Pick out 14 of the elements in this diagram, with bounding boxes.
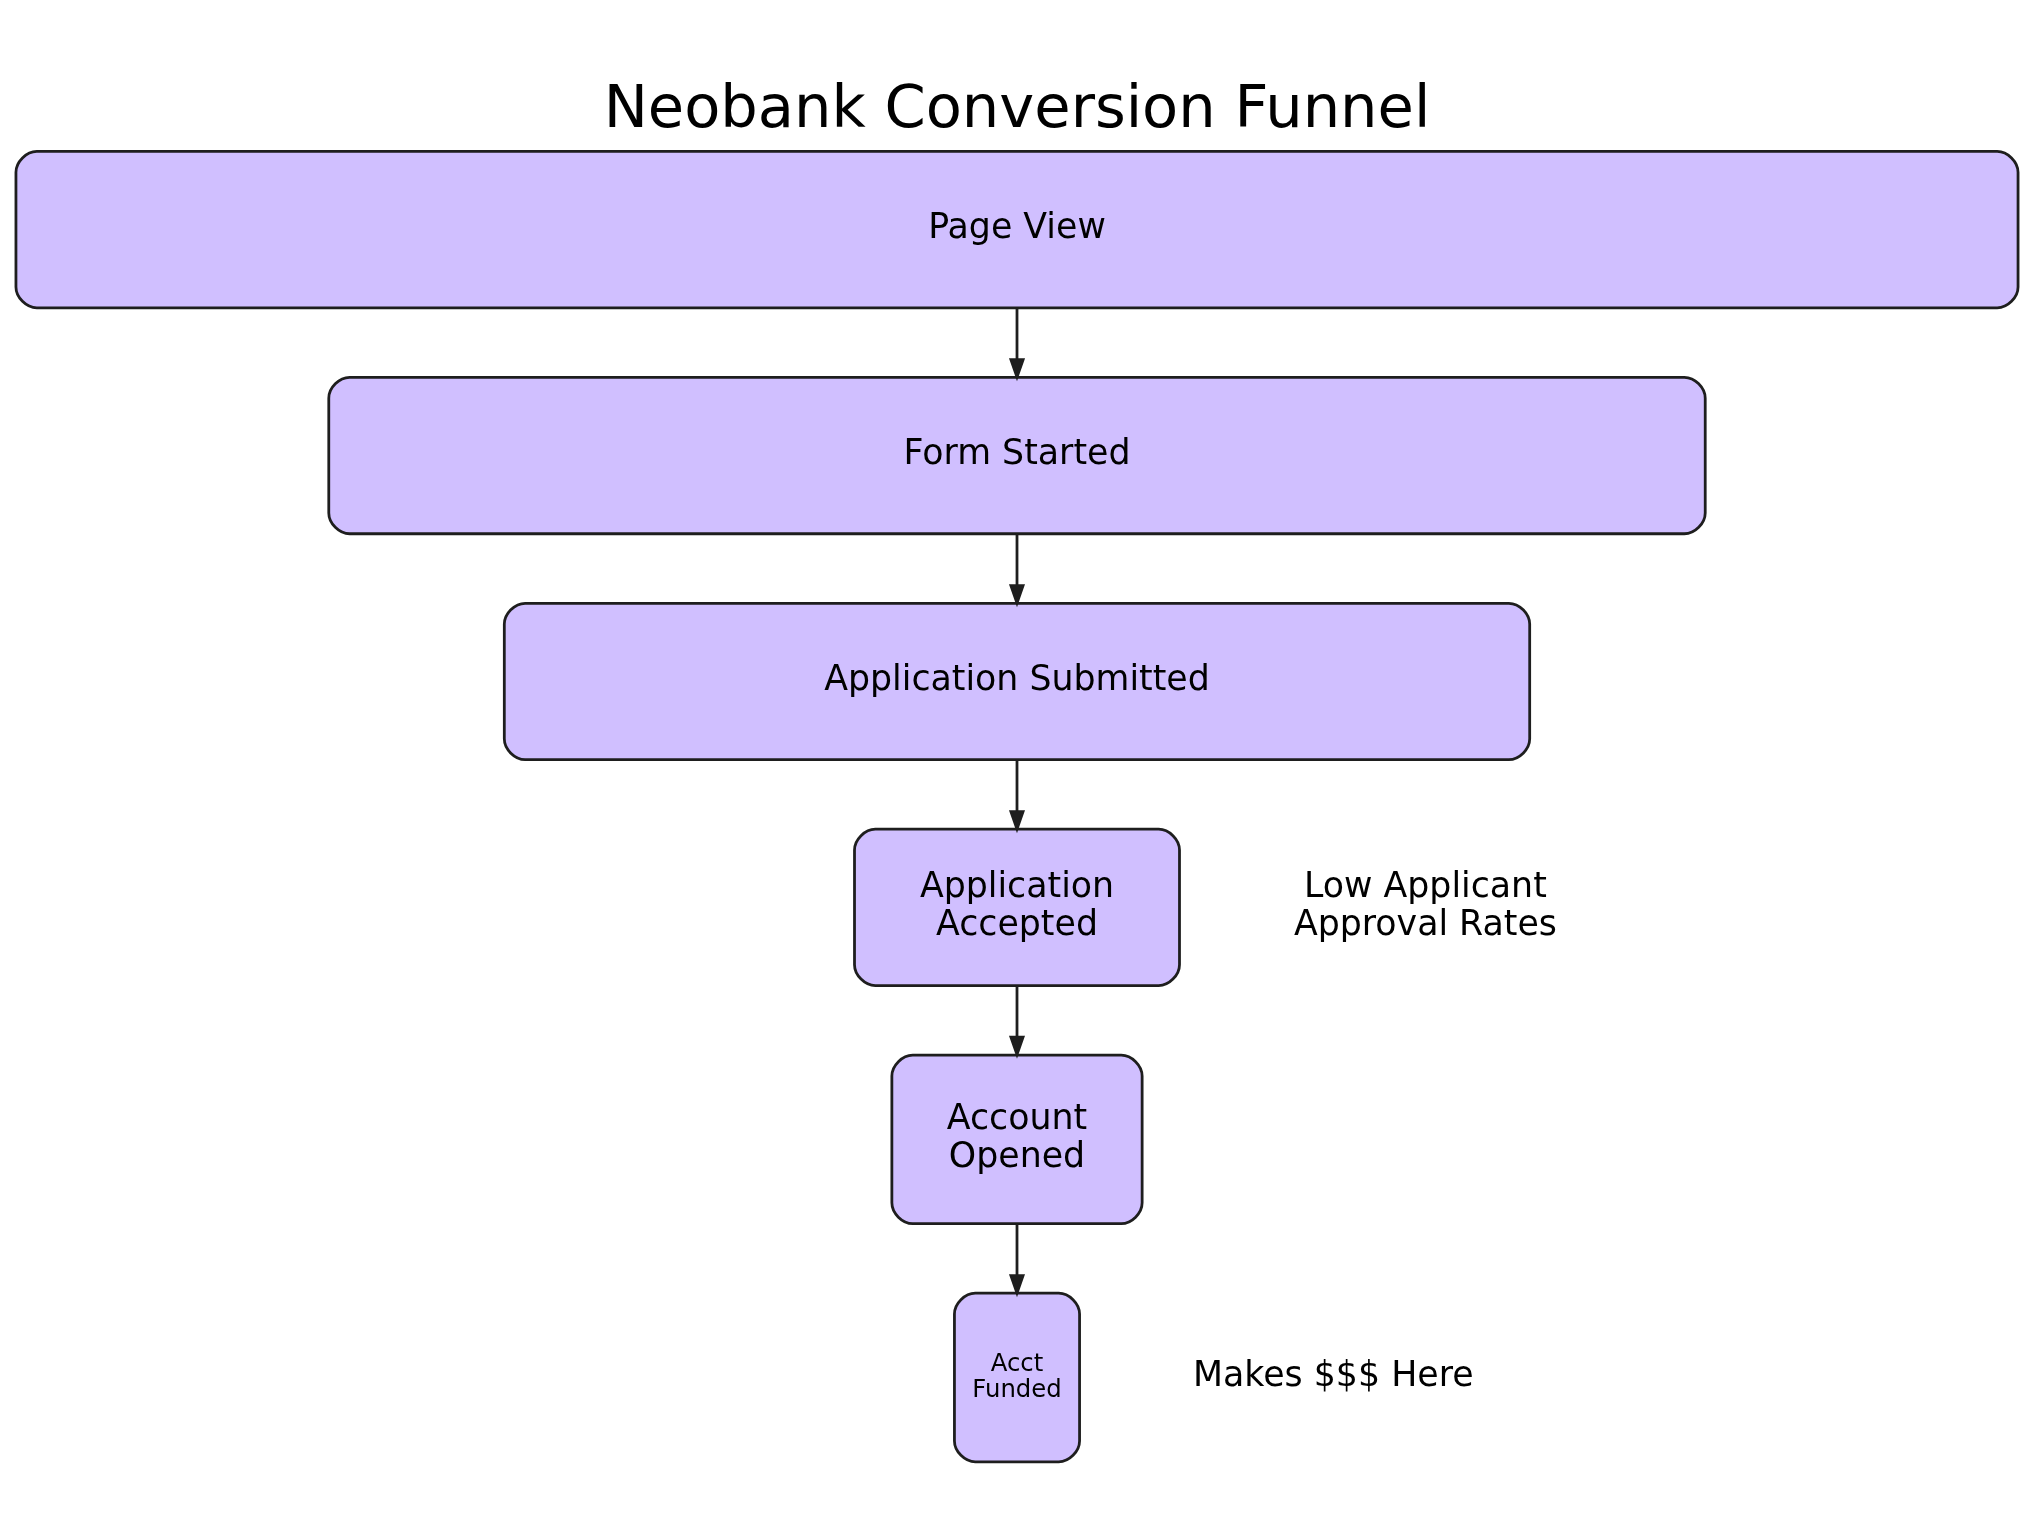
arrow: [1008, 985, 1025, 1059]
arrow: [1008, 1223, 1025, 1297]
node-box: Page View: [14, 149, 2019, 309]
node-box: Form Started: [326, 375, 1707, 535]
arrow: [1008, 759, 1025, 833]
node-box: Application Accepted: [852, 827, 1181, 987]
diagram-title: Neobank Conversion Funnel: [603, 71, 1430, 141]
arrow: [1008, 533, 1025, 607]
node-label: Low Applicant Approval Rates: [1293, 864, 1557, 943]
node-box: Application Submitted: [502, 601, 1531, 761]
node-box: Account Opened: [890, 1053, 1144, 1225]
node-label: Makes $$$ Here: [1192, 1353, 1474, 1394]
arrow: [1008, 307, 1025, 381]
node-box: Acct Funded: [952, 1291, 1081, 1463]
